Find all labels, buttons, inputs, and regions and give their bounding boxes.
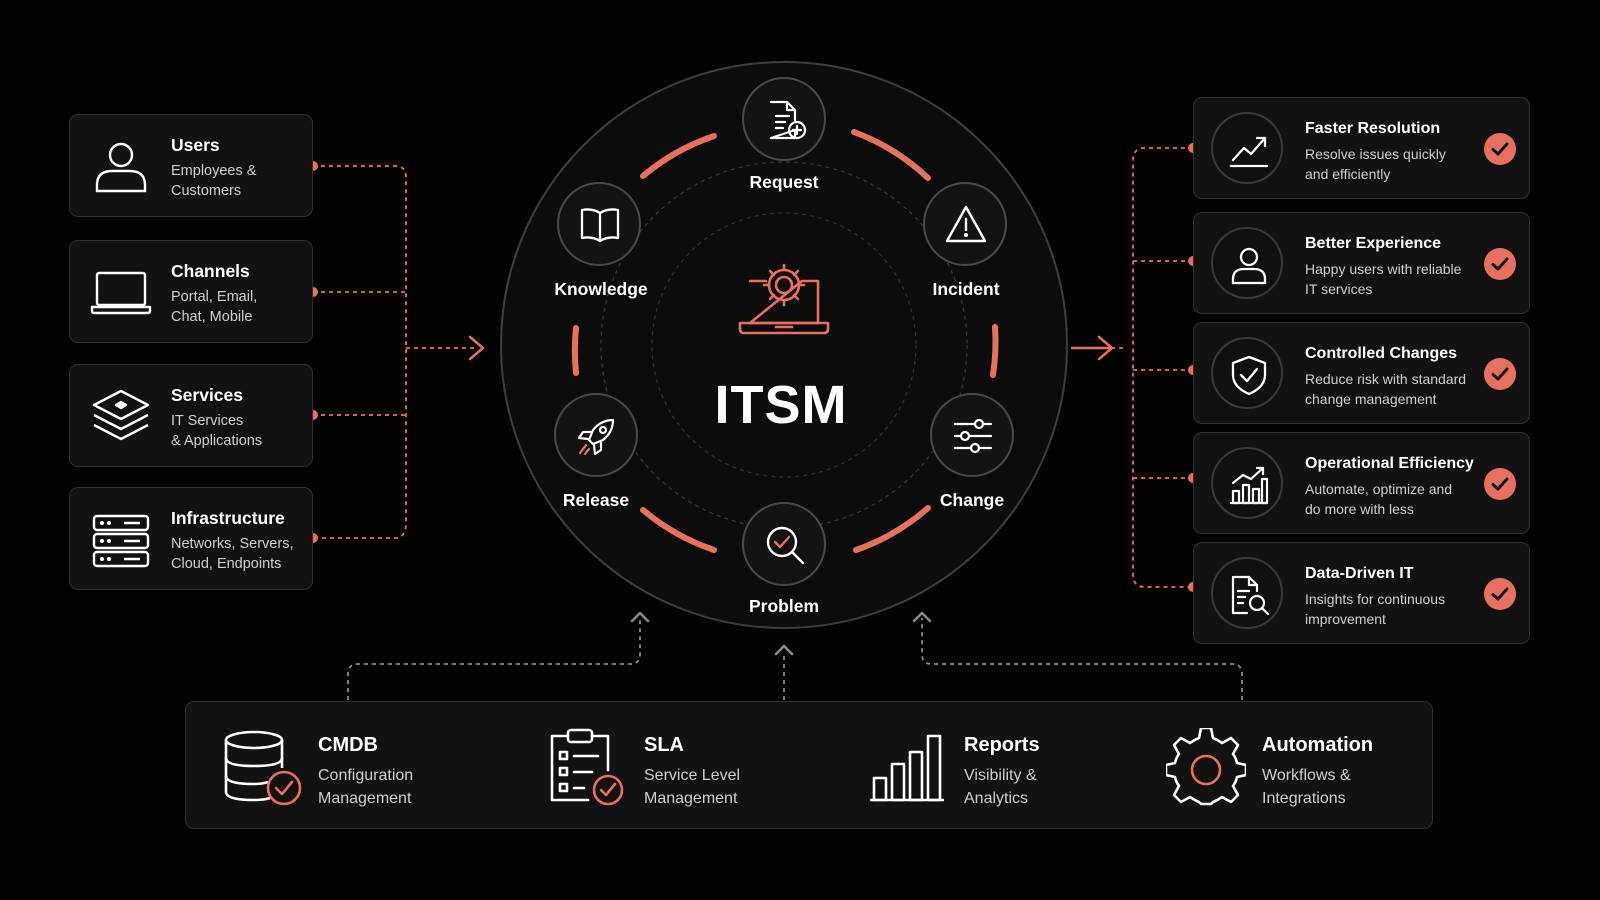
outcome-title: Better Experience	[1305, 235, 1442, 252]
outcome-desc: Resolve issues quickly and efficiently	[1305, 146, 1446, 182]
outcome-card-faster-resolution[interactable]: Faster Resolution Resolve issues quickly…	[1193, 97, 1530, 199]
arc-incident-change	[990, 324, 999, 378]
user-icon	[1231, 247, 1267, 285]
input-card-users[interactable]: Users Employees & Customers	[69, 114, 313, 217]
rocket-icon	[577, 418, 615, 456]
check-circle-icon	[1484, 133, 1516, 165]
input-connector-dots	[308, 161, 318, 543]
input-desc: Networks, Servers, Cloud, Endpoints	[171, 536, 294, 572]
foundation-desc: Service Level Management	[644, 767, 741, 807]
check-circle-icon	[1484, 248, 1516, 280]
input-arrow-head	[468, 335, 485, 361]
foundation-title: Automation	[1262, 734, 1374, 756]
foundation-automation[interactable]: Automation Workflows & Integrations	[1148, 718, 1408, 814]
input-connectors	[313, 165, 478, 539]
magnifier-check-icon	[766, 526, 805, 565]
open-book-icon	[580, 208, 620, 243]
arc-request-incident	[851, 129, 931, 181]
input-title: Users	[171, 135, 220, 155]
node-label-incident: Incident	[932, 279, 1000, 299]
outcome-title: Operational Efficiency	[1305, 455, 1474, 472]
outcome-title: Controlled Changes	[1305, 345, 1458, 362]
arc-release-knowledge	[571, 325, 579, 376]
document-search-icon	[1231, 575, 1270, 616]
outcome-title: Data-Driven IT	[1305, 565, 1414, 582]
warning-triangle-icon	[945, 205, 987, 243]
user-icon	[95, 142, 147, 193]
node-incident[interactable]	[923, 182, 1007, 266]
node-problem[interactable]	[742, 502, 826, 586]
foundation-cmdb[interactable]: CMDB Configuration Management	[204, 718, 434, 814]
arc-problem-release	[640, 507, 717, 553]
foundation-title: CMDB	[318, 734, 378, 756]
foundation-desc: Workflows & Integrations	[1262, 767, 1351, 807]
input-card-channels[interactable]: Channels Portal, Email, Chat, Mobile	[69, 240, 313, 343]
trend-up-icon	[1229, 136, 1269, 168]
foundation-title: Reports	[964, 734, 1040, 756]
outcome-card-better-experience[interactable]: Better Experience Happy users with relia…	[1193, 212, 1530, 314]
cycle-core-dashed-ring	[651, 212, 917, 478]
foundation-desc: Configuration Management	[318, 767, 414, 807]
foundation-title: SLA	[644, 734, 684, 756]
gear-icon	[1166, 728, 1246, 806]
foundation-desc: Visibility & Analytics	[964, 767, 1037, 807]
database-check-icon	[224, 730, 302, 806]
node-release[interactable]	[554, 393, 638, 477]
input-desc: Portal, Email, Chat, Mobile	[171, 289, 258, 325]
input-card-services[interactable]: Services IT Services & Applications	[69, 364, 313, 467]
arc-change-problem	[853, 505, 931, 553]
sliders-icon	[953, 418, 993, 454]
layers-icon	[92, 389, 150, 441]
output-arrow-head	[1070, 335, 1114, 361]
input-title: Channels	[171, 261, 250, 281]
clipboard-check-icon	[550, 728, 624, 806]
cycle-outer-ring	[500, 61, 1068, 629]
input-desc: IT Services & Applications	[171, 413, 263, 449]
node-label-problem: Problem	[748, 596, 820, 616]
foundation-connectors	[347, 618, 1243, 700]
foundation-sla[interactable]: SLA Service Level Management	[530, 718, 760, 814]
center-title: ITSM	[714, 375, 848, 435]
shield-check-icon	[1231, 355, 1267, 396]
cycle-inner-dashed-ring	[600, 161, 968, 529]
outcome-title: Faster Resolution	[1305, 120, 1441, 137]
document-plus-icon	[769, 100, 807, 140]
check-circle-icon	[1484, 358, 1516, 390]
outcome-card-operational-efficiency[interactable]: Operational Efficiency Automate, optimiz…	[1193, 432, 1530, 534]
foundations-panel: CMDB Configuration Management SLA Servic…	[185, 701, 1433, 829]
node-change[interactable]	[930, 393, 1014, 477]
node-label-release: Release	[562, 490, 630, 510]
node-label-change: Change	[939, 490, 1005, 510]
input-title: Services	[171, 385, 244, 405]
outcome-desc: Automate, optimize and do more with less	[1305, 481, 1453, 517]
laptop-gear-icon	[736, 259, 832, 344]
input-card-infrastructure[interactable]: Infrastructure Networks, Servers, Cloud,…	[69, 487, 313, 590]
foundation-arrow-heads	[630, 611, 932, 656]
foundation-reports[interactable]: Reports Visibility & Analytics	[850, 718, 1080, 814]
cycle-arcs	[571, 129, 999, 553]
input-title: Infrastructure	[171, 508, 285, 528]
check-circle-icon	[1484, 468, 1516, 500]
outcome-desc: Insights for continuous improvement	[1305, 591, 1446, 627]
input-desc: Employees & Customers	[171, 163, 257, 199]
outcome-desc: Happy users with reliable IT services	[1305, 261, 1462, 297]
node-label-knowledge: Knowledge	[554, 279, 648, 299]
laptop-icon	[90, 271, 152, 315]
node-knowledge[interactable]	[557, 182, 641, 266]
node-label-request: Request	[749, 172, 819, 192]
node-request[interactable]	[742, 77, 826, 161]
outcome-card-data-driven-it[interactable]: Data-Driven IT Insights for continuous i…	[1193, 542, 1530, 644]
server-rack-icon	[92, 514, 150, 568]
bar-growth-icon	[1229, 466, 1269, 505]
check-circle-icon	[1484, 578, 1516, 610]
outcome-connectors	[1071, 147, 1193, 588]
bar-chart-icon	[870, 734, 944, 802]
arc-request-knowledge	[640, 133, 717, 179]
outcome-card-controlled-changes[interactable]: Controlled Changes Reduce risk with stan…	[1193, 322, 1530, 424]
outcome-desc: Reduce risk with standard change managem…	[1305, 371, 1467, 407]
